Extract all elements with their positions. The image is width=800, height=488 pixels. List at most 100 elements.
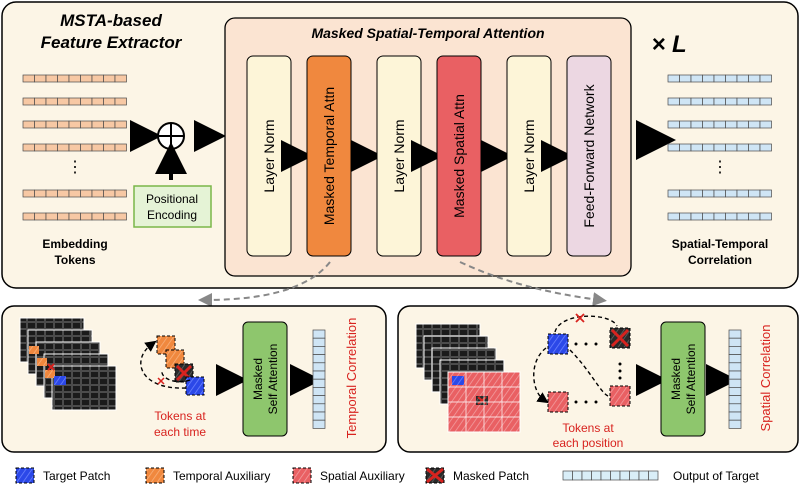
temporal-output-label: Temporal Correlation — [344, 318, 359, 439]
msta-block: Layer Norm — [506, 55, 552, 257]
msta-title: Masked Spatial-Temporal Attention — [311, 25, 544, 41]
output-cell — [312, 346, 326, 355]
output-token-row — [667, 97, 772, 106]
spatial-attention-box — [660, 321, 706, 437]
temporal-aux-icon — [145, 467, 165, 484]
spatial-frames — [415, 323, 521, 433]
legend-label: Output of Target — [673, 469, 760, 483]
output-cell — [728, 337, 742, 347]
msta-block-label: Masked Temporal Attn — [321, 87, 337, 225]
embedding-token-row — [22, 120, 127, 129]
msta-block: Layer Norm — [246, 55, 292, 257]
add-icon — [157, 122, 185, 150]
output-ellipsis: ⋮ — [712, 159, 728, 176]
output-cell — [312, 378, 326, 388]
output-cell — [728, 395, 742, 405]
output-cell — [728, 346, 742, 355]
embedding-token-row — [22, 143, 127, 152]
temporal-tokens-line1: Tokens at — [154, 409, 206, 423]
output-cell — [728, 354, 742, 364]
output-cell — [728, 419, 742, 429]
output-cell — [312, 419, 326, 429]
output-cell — [312, 354, 326, 364]
output-token-row — [667, 189, 772, 198]
spatial-token-graph — [533, 313, 631, 413]
spatial-tokens-line1: Tokens at — [562, 421, 614, 435]
output-cell — [728, 370, 742, 380]
temporal-frames — [19, 317, 117, 411]
legend: Target Patch Temporal Auxiliary Spatial Au… — [15, 467, 760, 484]
msta-block-label: Layer Norm — [261, 119, 277, 192]
output-cell — [728, 362, 742, 372]
temporal-attention-line2: Self Attention — [266, 344, 280, 415]
positional-encoding-box — [133, 185, 212, 228]
output-target-icon — [562, 470, 659, 481]
output-label-line2: Correlation — [688, 253, 752, 267]
output-tokens — [667, 74, 772, 221]
temporal-token-graph — [140, 335, 205, 396]
extractor-title-line2: Feature Extractor — [41, 33, 183, 52]
msta-block: Layer Norm — [376, 55, 422, 257]
msta-block-label: Feed-Forward Network — [581, 83, 597, 227]
msta-block: Masked Temporal Attn — [306, 55, 352, 257]
embedding-tokens — [22, 74, 127, 221]
temporal-tokens-line2: each time — [154, 425, 206, 439]
legend-label: Target Patch — [43, 469, 110, 483]
output-cell — [728, 403, 742, 413]
output-token-row — [667, 143, 772, 152]
output-token-row — [667, 120, 772, 129]
output-cell — [728, 387, 742, 396]
msta-block: Feed-Forward Network — [566, 55, 612, 257]
repeat-label: × L — [651, 31, 686, 58]
msta-block-label: Layer Norm — [391, 119, 407, 192]
output-cell — [312, 403, 326, 413]
output-cell — [728, 411, 742, 421]
output-cell — [312, 337, 326, 347]
legend-item: Temporal Auxiliary — [145, 467, 270, 484]
embedding-token-row — [22, 212, 127, 221]
output-token-row — [667, 212, 772, 221]
embedding-token-row — [22, 189, 127, 198]
temporal-attention-box — [242, 321, 288, 437]
spatial-attention-line2: Self Attention — [684, 344, 698, 415]
embedding-token-row — [22, 97, 127, 106]
spatial-aux-icon — [292, 467, 312, 484]
embedding-token-row — [22, 74, 127, 83]
legend-item: Target Patch — [15, 467, 110, 484]
legend-item: Masked Patch — [425, 467, 529, 484]
masked-patch-icon — [425, 467, 445, 484]
msta-blocks: Layer Norm Masked Temporal Attn Layer Norm… — [246, 55, 612, 257]
temporal-output-column — [312, 329, 326, 429]
temporal-connector — [198, 261, 331, 307]
embedding-label-line2: Tokens — [54, 253, 95, 267]
spatial-tokens-line2: each position — [553, 436, 624, 450]
output-cell — [312, 362, 326, 372]
msta-block: Masked Spatial Attn — [436, 55, 482, 257]
spatial-output-column — [728, 329, 742, 429]
msta-block-label: Layer Norm — [521, 119, 537, 192]
extractor-title-line1: MSTA-based — [60, 11, 162, 30]
target-patch-icon — [15, 467, 35, 484]
spatial-output-label: Spatial Correlation — [758, 325, 773, 432]
legend-label: Masked Patch — [453, 469, 529, 483]
spatial-connector — [459, 261, 607, 307]
output-cell — [312, 411, 326, 421]
legend-item: Spatial Auxiliary — [292, 467, 405, 484]
embedding-label-line1: Embedding — [42, 237, 107, 251]
positional-line2: Encoding — [147, 208, 197, 222]
legend-label: Spatial Auxiliary — [320, 469, 405, 483]
spatial-attention-line1: Masked — [669, 358, 683, 400]
temporal-attention-line1: Masked — [251, 358, 265, 400]
output-cell — [312, 370, 326, 380]
embedding-ellipsis: ⋮ — [67, 159, 83, 176]
output-cell — [312, 395, 326, 405]
output-token-row — [667, 74, 772, 83]
output-cell — [728, 329, 742, 339]
msta-block-label: Masked Spatial Attn — [451, 94, 467, 218]
output-cell — [312, 387, 326, 396]
positional-line1: Positional — [146, 192, 198, 206]
legend-label: Temporal Auxiliary — [173, 469, 270, 483]
output-cell — [728, 378, 742, 388]
output-cell — [312, 329, 326, 339]
legend-item: Output of Target — [562, 469, 760, 483]
